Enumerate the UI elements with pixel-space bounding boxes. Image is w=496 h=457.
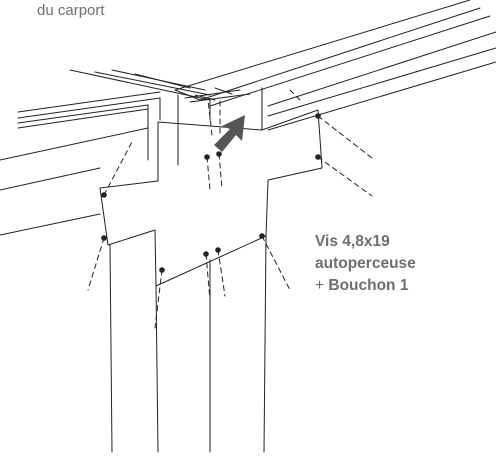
callout-plus: + xyxy=(315,277,325,294)
screw-callout: Vis 4,8x19 autoperceuse + Bouchon 1 xyxy=(315,231,416,297)
screws xyxy=(101,113,321,273)
callout-line-3: + Bouchon 1 xyxy=(315,275,416,297)
side-beam xyxy=(0,69,211,236)
junction-block xyxy=(177,87,263,166)
callout-cap-label: Bouchon 1 xyxy=(324,277,409,294)
post xyxy=(109,235,267,453)
screw-guides xyxy=(87,89,373,329)
caption-top: du carport xyxy=(37,2,105,19)
arrow-up-right-icon xyxy=(214,115,245,152)
connection-plate xyxy=(99,109,323,287)
callout-line-2: autoperceuse xyxy=(315,255,416,272)
callout-line-1: Vis 4,8x19 xyxy=(315,233,390,250)
main-beam xyxy=(174,0,496,131)
